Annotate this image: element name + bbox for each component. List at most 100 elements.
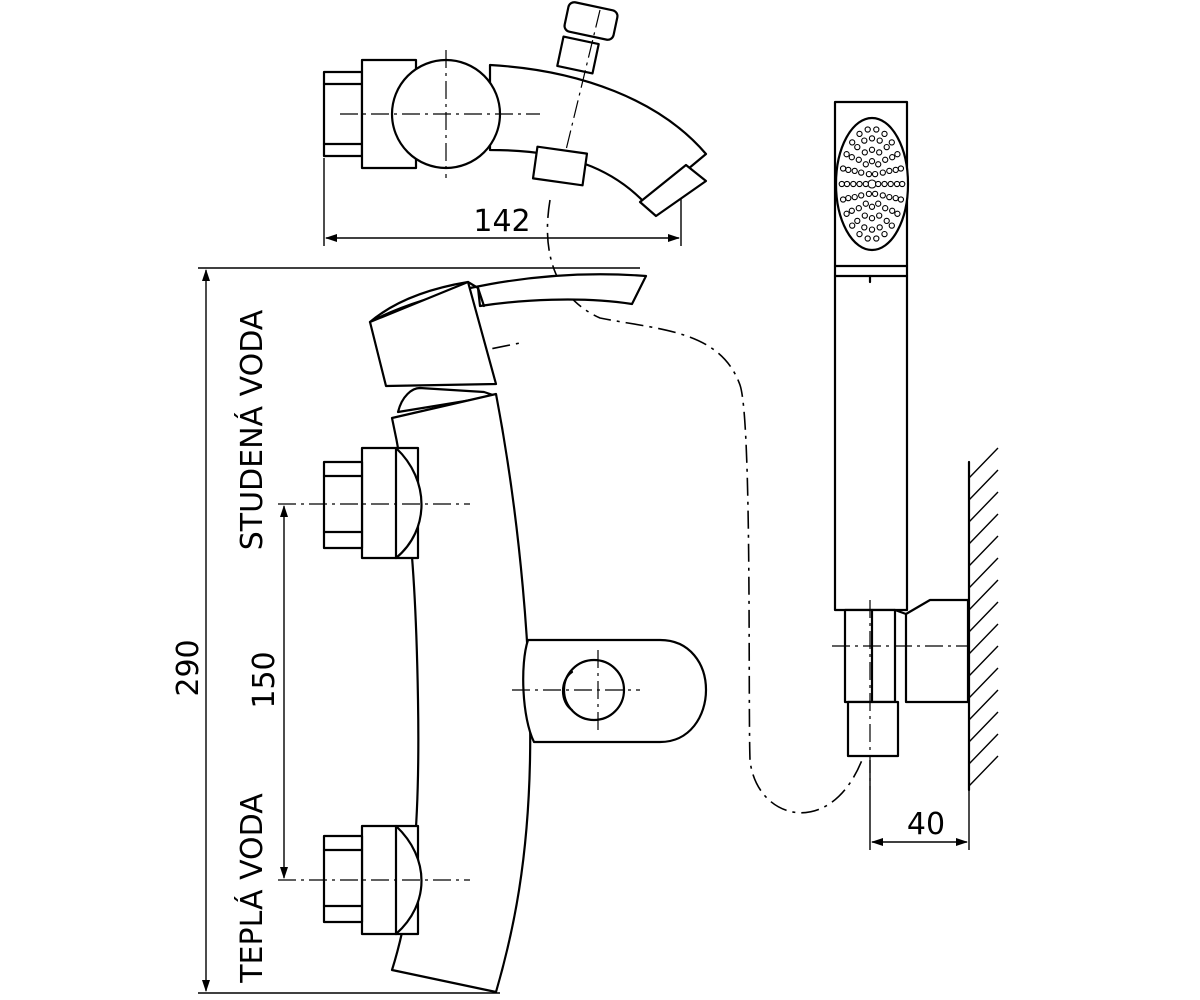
dimension-40: 40 (869, 760, 970, 850)
shower-nozzles (838, 126, 906, 242)
shower-nozzle (888, 222, 895, 229)
dimension-40-label: 40 (907, 807, 945, 842)
shower-nozzle (862, 180, 869, 188)
shower-nozzle (875, 161, 882, 168)
hatch-line (968, 447, 999, 479)
shower-nozzle (856, 130, 863, 138)
shower-nozzle (893, 180, 901, 188)
shower-nozzle (856, 180, 863, 188)
shower-nozzle (886, 193, 893, 201)
shower-nozzle (849, 139, 856, 146)
wall-hatching (968, 447, 999, 787)
dimension-150-label: 150 (247, 651, 282, 708)
shower-nozzle (843, 180, 851, 188)
shower-nozzle (879, 169, 886, 176)
hatch-line (968, 755, 999, 787)
top-view-aerator (638, 163, 708, 218)
shower-nozzle (862, 200, 869, 207)
hot-water-label: TEPLÁ VODA (234, 793, 270, 984)
shower-nozzle (864, 235, 871, 242)
mixer-body (390, 392, 532, 994)
shower-nozzle (868, 146, 876, 153)
shower-nozzle (843, 210, 850, 217)
body-neck (396, 386, 498, 414)
shower-nozzle (876, 137, 883, 144)
shower-nozzle (873, 235, 880, 242)
shower-nozzle (855, 205, 862, 212)
shower-nozzle (862, 161, 869, 168)
shower-nozzle (889, 207, 896, 214)
shower-nozzle (865, 190, 873, 198)
dimension-290-label: 290 (171, 639, 206, 696)
shower-nozzle (886, 167, 893, 175)
shower-nozzle (845, 166, 852, 174)
top-view: 142 (322, 1, 708, 246)
shower-nozzle (883, 143, 890, 151)
shower-nozzle (868, 135, 876, 142)
shower-nozzle (858, 169, 865, 176)
shower-nozzle (892, 194, 899, 202)
shower-nozzle (881, 130, 888, 138)
hand-shower (833, 100, 910, 612)
hatch-line (968, 601, 999, 633)
bracket-plate (904, 598, 970, 704)
shower-nozzle (897, 196, 905, 203)
lever-handle (368, 273, 648, 324)
shower-nozzle (894, 151, 901, 158)
shower-nozzle (876, 224, 883, 231)
hatch-line (968, 711, 999, 743)
top-view-shower-outlet (531, 145, 589, 187)
shower-nozzle (854, 143, 861, 151)
shower-nozzle (879, 192, 886, 199)
shower-nozzle (858, 192, 865, 199)
shower-nozzle (855, 156, 862, 163)
hatch-line (968, 491, 999, 523)
bracket-hose-connector (846, 700, 900, 758)
shower-nozzle (882, 205, 889, 212)
shower-nozzle (888, 139, 895, 146)
shower-nozzle (861, 212, 868, 219)
shower-nozzle (881, 230, 888, 238)
shower-nozzle (856, 230, 863, 238)
shower-nozzle (899, 180, 906, 188)
dimension-290: 290 (171, 267, 640, 994)
hatch-line (968, 557, 999, 589)
cold-inlet-bulge (394, 446, 423, 560)
shower-nozzle (851, 193, 858, 201)
hatch-line (968, 733, 999, 765)
shower-nozzle (894, 210, 901, 217)
shower-nozzle (854, 217, 861, 225)
shower-nozzle (864, 126, 871, 133)
shower-nozzle (897, 165, 905, 172)
shower-nozzle (839, 196, 847, 203)
dimension-150: 150 (247, 505, 288, 879)
shower-nozzle (873, 126, 880, 133)
hatch-line (968, 645, 999, 677)
shower-nozzle (839, 165, 847, 172)
shower-nozzle (865, 170, 873, 178)
wall (967, 447, 999, 792)
shower-nozzle (861, 224, 868, 231)
shower-nozzle (892, 166, 899, 174)
shower-nozzle (848, 154, 855, 161)
front-view (278, 273, 708, 994)
shower-nozzle (883, 217, 890, 225)
dimension-142-label: 142 (473, 204, 530, 239)
shower-nozzle (868, 158, 876, 165)
top-view-diverter-stem (556, 35, 600, 75)
shower-nozzle (845, 194, 852, 202)
shower-hose (546, 199, 863, 814)
shower-nozzle (875, 200, 882, 207)
hatch-line (968, 667, 999, 699)
top-view-diverter-knob (563, 1, 619, 41)
shower-nozzle (848, 207, 855, 214)
shower-nozzle (861, 149, 868, 156)
shower-nozzle (876, 149, 883, 156)
shower-nozzle (868, 215, 876, 222)
shower-nozzle (861, 137, 868, 144)
shower-nozzle (850, 180, 857, 188)
shower-nozzle (867, 179, 877, 189)
cold-water-label: STUDENÁ VODA (234, 309, 270, 550)
wall-bracket (832, 598, 970, 790)
